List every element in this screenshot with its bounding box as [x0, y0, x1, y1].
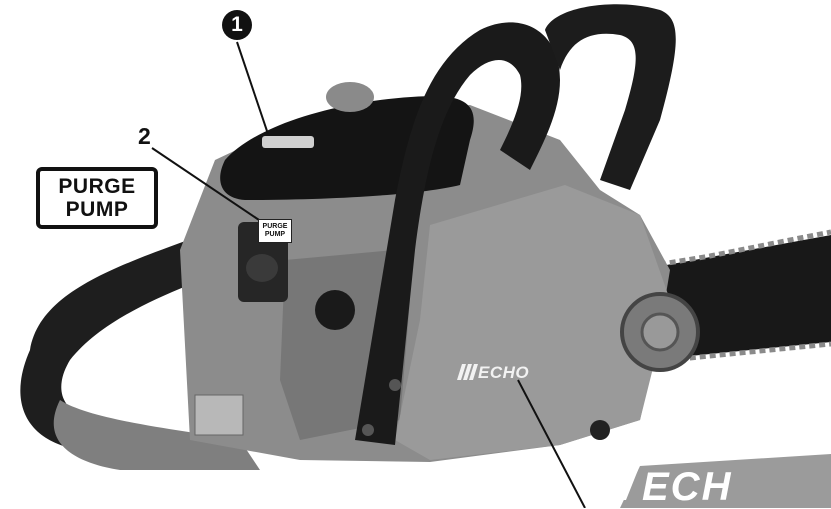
callout-1-badge: 1 — [222, 10, 252, 40]
brand-stripes — [457, 364, 478, 380]
clutch-cover — [395, 185, 670, 460]
purge-sign-line1: PURGE — [58, 175, 136, 198]
purge-pump-sign: PURGE PUMP — [36, 167, 158, 229]
handle-bolt-1 — [389, 379, 401, 391]
brand-banner — [620, 454, 831, 508]
brand-logo-side: ECHO — [478, 363, 530, 382]
bar-clamp-center — [640, 312, 680, 352]
purge-pump-decal: PURGE PUMP — [258, 219, 292, 243]
brand-logo-corner: ECH — [642, 465, 733, 509]
purge-decal-line2: PUMP — [264, 231, 286, 238]
leader-line-3 — [517, 379, 586, 508]
leader-line-1 — [236, 41, 269, 135]
purge-decal-line1: PURGE — [262, 223, 288, 230]
top-handle — [545, 4, 676, 190]
rubber-plug — [315, 290, 355, 330]
banner-stripes — [608, 470, 638, 500]
front-handle — [355, 22, 560, 445]
primer-bulb — [246, 254, 278, 282]
clutch-bolt-1 — [590, 420, 610, 440]
warning-label — [194, 394, 244, 436]
cover-knob — [326, 82, 374, 112]
handle-bolt-2 — [362, 424, 374, 436]
chain-top — [649, 229, 831, 269]
purge-sign-line2: PUMP — [65, 198, 129, 221]
rear-base — [53, 400, 260, 470]
cover-badge — [262, 136, 314, 148]
callout-2-label: 2 — [138, 123, 151, 149]
leader-line-2 — [151, 147, 263, 223]
